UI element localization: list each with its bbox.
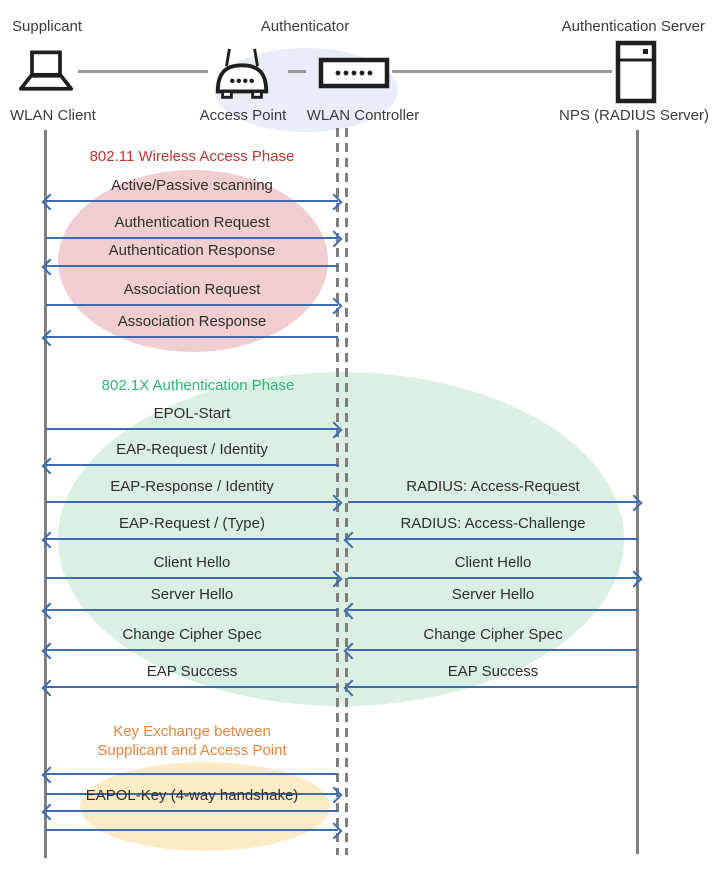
message-label: EAP Success — [146, 663, 238, 680]
laptop-icon — [18, 50, 74, 91]
message-arrow — [41, 803, 338, 821]
wlan-controller-icon — [318, 57, 390, 89]
role-label-authentication-server: Authentication Server — [561, 18, 705, 35]
node-label-wlan-client: WLAN Client — [10, 107, 96, 124]
phase-title-80211-wireless-access: 802.11 Wireless Access Phase — [89, 148, 295, 165]
key-exchange-phase-ellipse — [80, 762, 330, 851]
message-label: Association Request — [123, 281, 261, 298]
message-label: Authentication Request — [114, 214, 270, 231]
phase-title-key-exchange: Key Exchange between Supplicant and Acce… — [97, 723, 287, 759]
message-arrow — [41, 766, 338, 784]
message-label: EAP-Request / Identity — [116, 441, 268, 458]
message-label: Active/Passive scanning — [111, 177, 273, 194]
message-label: Association Response — [117, 313, 267, 330]
message-label: EAP Success — [447, 663, 539, 680]
node-label-wlan-controller: WLAN Controller — [306, 107, 420, 124]
role-label-supplicant: Supplicant — [12, 18, 83, 35]
message-label: EAPOL-Key (4-way handshake) — [85, 787, 299, 804]
access-point-icon — [215, 48, 269, 99]
role-label-authenticator: Authenticator — [260, 18, 350, 35]
message-arrow — [343, 679, 638, 697]
node-connector-line — [78, 70, 208, 73]
message-arrow — [41, 679, 338, 697]
message-arrow — [41, 602, 338, 620]
message-arrow — [343, 642, 638, 660]
message-label: Authentication Response — [108, 242, 276, 259]
message-label: Change Cipher Spec — [122, 626, 262, 643]
message-arrow — [41, 642, 338, 660]
message-label: Server Hello — [150, 586, 234, 603]
message-label: RADIUS: Access-Request — [406, 478, 580, 495]
message-label: EAP-Request / (Type) — [119, 515, 265, 532]
message-arrow — [41, 193, 343, 211]
message-arrow — [343, 531, 638, 549]
arrowhead-right-icon — [325, 822, 343, 840]
message-label: Client Hello — [153, 554, 231, 571]
node-label-nps-radius-server: NPS (RADIUS Server) — [558, 107, 710, 124]
message-label: RADIUS: Access-Challenge — [400, 515, 586, 532]
lifeline-wlan-controller-dashed — [345, 128, 348, 855]
message-label: EAP-Response / Identity — [110, 478, 274, 495]
node-connector-line — [288, 70, 306, 73]
message-arrow — [41, 329, 338, 347]
message-label: EPOL-Start — [153, 405, 231, 422]
node-connector-line — [392, 70, 612, 73]
arrowhead-right-icon — [325, 193, 343, 211]
lifeline-nps-server — [636, 130, 639, 854]
lifeline-access-point-dashed — [336, 128, 339, 855]
message-arrow — [46, 421, 343, 439]
message-label: Change Cipher Spec — [423, 626, 563, 643]
message-arrow — [46, 297, 343, 315]
lifeline-wlan-client — [44, 130, 47, 858]
message-arrow — [46, 570, 343, 588]
node-label-access-point: Access Point — [199, 107, 287, 124]
message-arrow — [41, 531, 338, 549]
message-arrow — [343, 602, 638, 620]
message-arrow — [46, 822, 343, 840]
message-arrow — [348, 570, 643, 588]
arrowhead-right-icon — [625, 494, 643, 512]
message-label: Server Hello — [451, 586, 535, 603]
message-arrow — [348, 494, 643, 512]
message-arrow — [46, 786, 343, 804]
message-arrow — [41, 258, 338, 276]
message-label: Client Hello — [454, 554, 532, 571]
message-arrow — [46, 494, 343, 512]
phase-title-8021x-authentication: 802.1X Authentication Phase — [101, 377, 295, 394]
message-arrow — [41, 457, 338, 475]
server-icon — [615, 40, 657, 104]
message-arrow — [46, 230, 343, 248]
